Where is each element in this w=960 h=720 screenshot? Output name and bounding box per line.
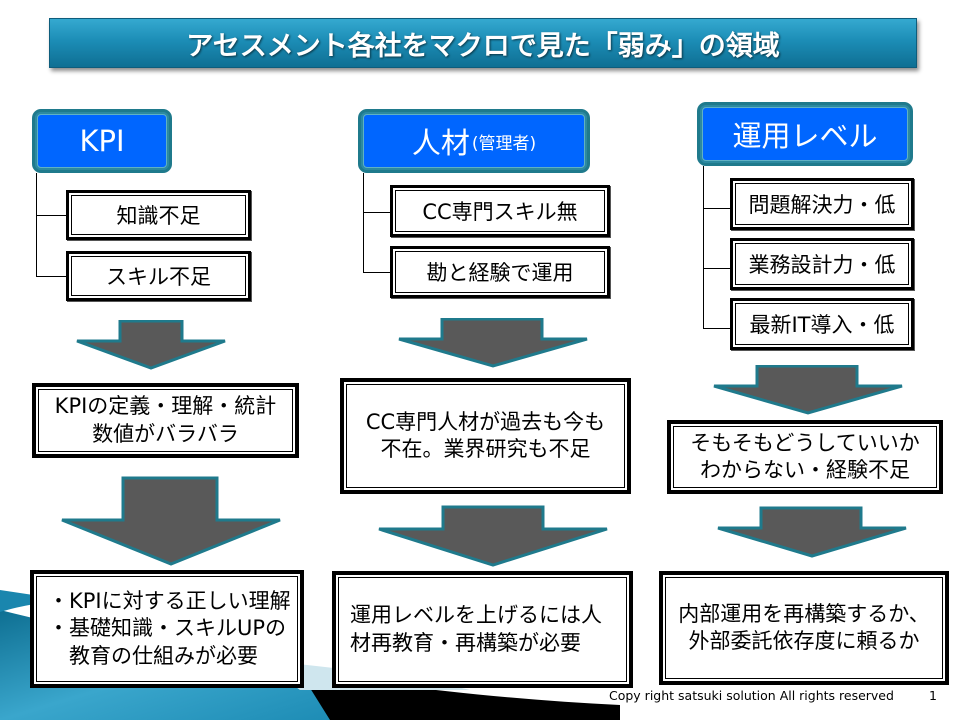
weakness-item: CC専門スキル無 (390, 185, 610, 237)
weakness-item-label: 勘と経験で運用 (426, 261, 574, 285)
category-header-label: 運用レベル (732, 119, 878, 153)
weakness-item: 業務設計力・低 (730, 238, 914, 290)
down-arrow-icon (378, 505, 608, 567)
conclusion-box: 内部運用を再構築するか、 外部委託依存度に頼るか (659, 571, 949, 685)
weakness-item-label: スキル不足 (106, 265, 211, 289)
tree-line (703, 328, 731, 329)
conclusion-text: ・KPIに対する正しい理解 ・基礎知識・スキルUPの 教育の仕組みが必要 (48, 589, 291, 668)
finding-box: CC専門人材が過去も今も 不在。業界研究も不足 (340, 378, 631, 494)
weakness-item: スキル不足 (66, 251, 251, 301)
category-header-label: KPI (79, 124, 125, 158)
weakness-item-label: 知識不足 (116, 204, 201, 228)
tree-line (703, 166, 704, 328)
conclusion-box: ・KPIに対する正しい理解 ・基礎知識・スキルUPの 教育の仕組みが必要 (30, 570, 304, 688)
tree-line (703, 268, 731, 269)
page-number: 1 (929, 688, 937, 703)
category-header-kpi: KPI (32, 109, 172, 173)
tree-line (363, 173, 364, 273)
category-header-operations: 運用レベル (697, 102, 913, 166)
weakness-item-label: CC専門スキル無 (422, 200, 578, 224)
tree-line (36, 276, 67, 277)
down-arrow-icon (717, 506, 907, 558)
weakness-item: 知識不足 (66, 190, 251, 240)
tree-line (363, 212, 391, 213)
weakness-item: 最新IT導入・低 (730, 298, 914, 350)
weakness-item-label: 問題解決力・低 (748, 193, 896, 217)
conclusion-text: 内部運用を再構築するか、 外部委託依存度に頼るか (678, 601, 930, 653)
tree-line (36, 173, 37, 277)
finding-text: そもそもどうしていいか わからない・経験不足 (690, 430, 920, 482)
down-arrow-icon (398, 318, 588, 368)
copyright-footer: Copy right satsuki solution All rights r… (609, 688, 894, 703)
category-header-label: 人材 (411, 126, 470, 160)
conclusion-box: 運用レベルを上げるには人 材再教育・再構築が必要 (332, 571, 633, 688)
finding-box: KPIの定義・理解・統計 数値がバラバラ (32, 383, 299, 458)
down-arrow-icon (76, 320, 226, 370)
tree-line (363, 272, 391, 273)
finding-text: KPIの定義・理解・統計 数値がバラバラ (54, 394, 277, 446)
category-header-sublabel: (管理者) (471, 133, 537, 154)
tree-line (36, 215, 67, 216)
down-arrow-icon (61, 476, 281, 566)
finding-box: そもそもどうしていいか わからない・経験不足 (667, 420, 943, 494)
conclusion-text: 運用レベルを上げるには人 材再教育・再構築が必要 (350, 603, 602, 655)
weakness-item-label: 最新IT導入・低 (749, 313, 895, 337)
weakness-item-label: 業務設計力・低 (748, 253, 896, 277)
finding-text: CC専門人材が過去も今も 不在。業界研究も不足 (365, 409, 606, 461)
down-arrow-icon (713, 365, 903, 415)
slide-title: アセスメント各社をマクロで見た「弱み」の領域 (49, 18, 917, 68)
weakness-item: 勘と経験で運用 (390, 246, 610, 298)
category-header-talent: 人材 (管理者) (358, 109, 590, 173)
tree-line (703, 208, 731, 209)
weakness-item: 問題解決力・低 (730, 178, 914, 230)
